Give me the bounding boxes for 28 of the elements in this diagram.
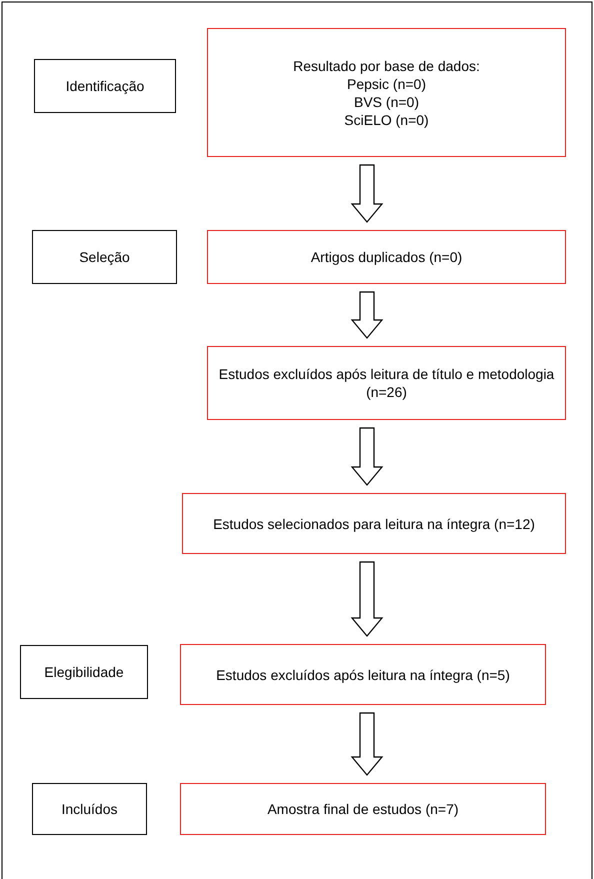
block-arrow [350,427,384,486]
stage-box [20,645,148,699]
box-text: Artigos duplicados (n=0) [310,248,462,266]
stage-box [32,230,177,284]
box-text: Seleção [79,248,130,266]
process-box [207,230,566,284]
block-arrow [350,291,384,339]
box-text: Resultado por base de dados: [293,56,480,74]
process-box [182,493,566,554]
block-arrow [350,164,384,223]
box-text: Identificação [66,77,144,95]
stage-box [34,59,176,113]
box-text: Elegibilidade [44,663,124,681]
box-text: Estudos excluídos após leitura de título e metodologia (n=26) [218,365,555,401]
box-text: Amostra final de estudos (n=7) [267,800,459,818]
process-box [180,644,546,705]
block-arrow [350,561,384,637]
process-box [207,28,566,157]
process-box [180,783,546,835]
process-box [207,346,566,420]
box-text: SciELO (n=0) [344,110,429,128]
box-text: Estudos excluídos após leitura na íntegra (n=5) [216,666,510,684]
stage-box [32,783,147,835]
box-text: Estudos selecionados para leitura na íntegra (n=12) [213,514,535,532]
box-text: BVS (n=0) [354,92,419,110]
box-text: Pepsic (n=0) [347,74,426,92]
block-arrow [350,712,384,776]
box-text: Incluídos [61,800,118,818]
